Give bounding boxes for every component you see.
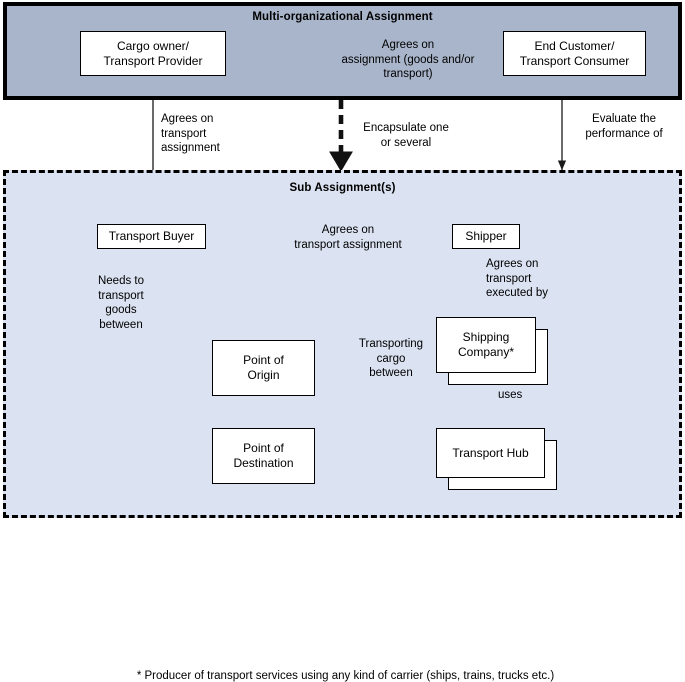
node-shipping-company[interactable]: Shipping Company* [436, 317, 548, 385]
label-needs-line4: between [99, 319, 143, 332]
node-point-of-origin[interactable]: Point of Origin [212, 340, 315, 396]
label-uses: uses [498, 388, 538, 403]
label-encapsulate-line2: or several [380, 136, 432, 149]
node-transport-buyer[interactable]: Transport Buyer [97, 224, 206, 249]
label-transporting-line2: cargo [376, 352, 406, 365]
label-agrees-on-transport-executed-by-line2: transport [486, 272, 532, 285]
node-shipper[interactable]: Shipper [452, 224, 520, 249]
label-uses-text: uses [498, 389, 523, 401]
node-cargo-owner-line1: Cargo owner/ [116, 38, 190, 53]
label-agrees-on-transport-assignment-left: Agrees on transport assignment [161, 112, 253, 156]
node-point-of-origin-line1: Point of [243, 353, 284, 367]
node-shipping-company-line2: Company* [457, 345, 515, 359]
label-evaluate-line1: Evaluate the [592, 113, 656, 125]
node-cargo-owner-line2: Transport Provider [103, 53, 203, 68]
label-transporting-line3: between [369, 367, 413, 380]
label-agrees-on-assignment-line2: assignment (goods and/or transport) [341, 53, 475, 81]
label-needs-line2: transport [98, 289, 144, 302]
label-agrees-on-transport-assignment-left-line1: Agrees on [161, 113, 214, 125]
node-shipper-label: Shipper [465, 229, 507, 243]
node-cargo-owner-transport-provider[interactable]: Cargo owner/ Transport Provider [80, 31, 226, 76]
node-end-customer-line1: End Customer/ [534, 38, 615, 53]
node-point-of-destination-line2: Destination [233, 456, 294, 470]
node-point-of-destination-line1: Point of [243, 441, 284, 455]
label-agrees-on-assignment: Agrees on assignment (goods and/or trans… [318, 38, 498, 82]
label-transporting-line1: Transporting [358, 338, 424, 350]
node-transport-hub[interactable]: Transport Hub [436, 428, 557, 490]
panel-title-sub-assignments: Sub Assignment(s) [289, 182, 396, 194]
label-transporting-cargo-between: Transporting cargo between [350, 337, 432, 381]
node-transport-hub-front[interactable]: Transport Hub [436, 428, 545, 478]
label-evaluate-line2: performance of [585, 127, 663, 140]
label-agrees-on-transport-executed-by-line3: executed by [486, 287, 549, 300]
label-agrees-on-transport-assignment-sub: Agrees on transport assignment [268, 223, 428, 252]
footnote-producer-of-transport-services: * Producer of transport services using a… [136, 670, 555, 682]
label-evaluate-the-performance-of: Evaluate the performance of [572, 112, 676, 141]
node-transport-hub-label: Transport Hub [452, 445, 529, 460]
node-point-of-origin-line2: Origin [247, 368, 280, 382]
label-agrees-on-transport-assignment-sub-line1: Agrees on [321, 224, 375, 236]
label-encapsulate-one-or-several: Encapsulate one or several [350, 121, 462, 150]
label-needs-to-transport-goods-between: Needs to transport goods between [92, 274, 150, 333]
node-transport-buyer-label: Transport Buyer [108, 229, 195, 243]
label-agrees-on-transport-assignment-left-line3: assignment [161, 142, 220, 155]
label-needs-line3: goods [105, 304, 137, 317]
node-end-customer-line2: Transport Consumer [519, 53, 630, 68]
label-needs-line1: Needs to [97, 275, 145, 287]
label-agrees-on-transport-assignment-left-line2: transport [161, 127, 207, 140]
node-end-customer-transport-consumer[interactable]: End Customer/ Transport Consumer [503, 31, 646, 76]
label-agrees-on-transport-executed-by-line1: Agrees on [486, 258, 539, 270]
label-agrees-on-transport-assignment-sub-line2: transport assignment [294, 238, 402, 251]
label-agrees-on-assignment-line1: Agrees on [381, 39, 435, 51]
node-shipping-company-front[interactable]: Shipping Company* [436, 317, 536, 373]
diagram-canvas: Multi-organizational Assignment Sub Assi… [3, 2, 682, 682]
panel-title-multi-organizational-assignment: Multi-organizational Assignment [252, 11, 433, 23]
label-encapsulate-line1: Encapsulate one [363, 122, 449, 134]
node-shipping-company-line1: Shipping [462, 330, 510, 344]
label-agrees-on-transport-executed-by: Agrees on transport executed by [486, 257, 574, 301]
node-point-of-destination[interactable]: Point of Destination [212, 428, 315, 484]
